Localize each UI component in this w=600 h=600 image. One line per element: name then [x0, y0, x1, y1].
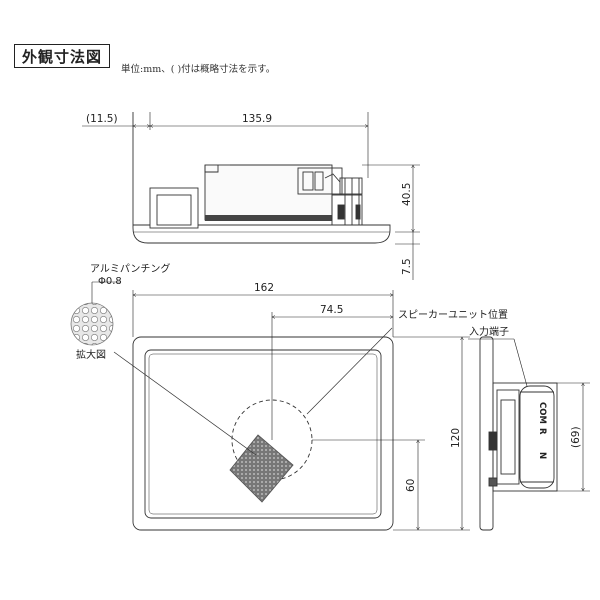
- side-dimensions: [82, 112, 420, 280]
- dim-side-offset: (11.5): [86, 113, 118, 125]
- dim-side-flange: 7.5: [401, 258, 413, 275]
- right-body: [492, 382, 558, 492]
- dim-front-height: 120: [450, 428, 462, 448]
- label-input-terminal: 入力端子: [469, 325, 509, 338]
- label-enlarged-view: 拡大図: [76, 348, 106, 361]
- enlarged-view: [70, 302, 114, 346]
- side-terminal-block: [297, 167, 343, 195]
- dim-side-length: 135.9: [242, 113, 272, 125]
- punching-diamond: [229, 434, 294, 503]
- punching-leader: [91, 281, 120, 303]
- input-terminal-leader: [468, 338, 528, 387]
- front-dimensions: [133, 290, 470, 530]
- label-speaker-unit-position: スピーカーユニット位置: [398, 308, 508, 321]
- terminal-r: R: [537, 428, 547, 435]
- dim-side-height: 40.5: [401, 183, 413, 206]
- front-grille: [144, 349, 382, 519]
- side-faceplate: [132, 112, 391, 244]
- terminal-n: N: [537, 452, 547, 459]
- label-hole-diameter: Φ0.8: [98, 276, 122, 287]
- front-faceplate: [132, 336, 394, 531]
- dim-speaker-offset: 74.5: [320, 304, 343, 316]
- dim-front-width: 162: [254, 282, 274, 294]
- right-side-view: [479, 336, 558, 531]
- side-view: [132, 112, 391, 244]
- dim-right-depth: (69): [570, 426, 582, 448]
- terminal-com: COM: [537, 402, 547, 424]
- drawing-title: 外観寸法図: [14, 44, 110, 68]
- unit-note: 単位:mm、( )付は概略寸法を示す。: [121, 64, 276, 75]
- side-body: [204, 164, 333, 221]
- dim-speaker-height: 60: [405, 479, 417, 492]
- front-view: [113, 327, 394, 531]
- right-dimensions: [540, 383, 590, 491]
- label-aluminum-punching: アルミパンチング: [90, 262, 170, 275]
